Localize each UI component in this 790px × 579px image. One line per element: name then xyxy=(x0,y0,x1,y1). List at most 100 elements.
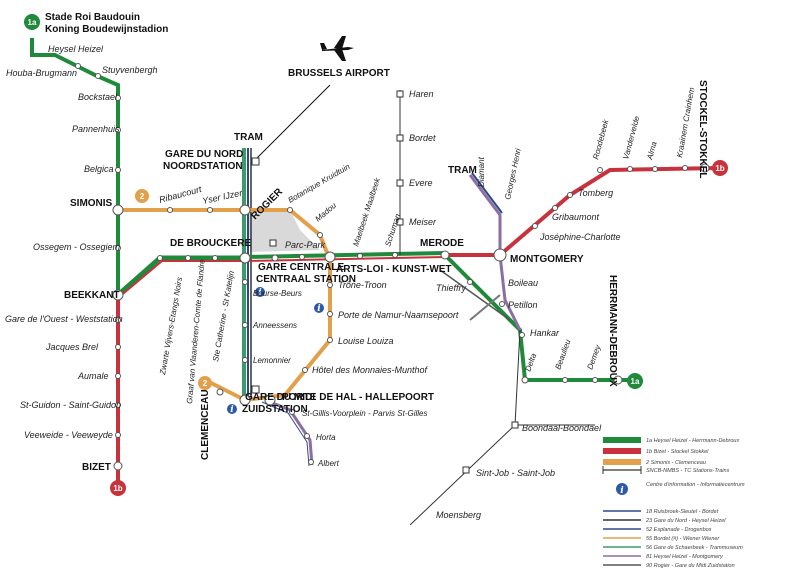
stop-meiser[interactable] xyxy=(396,218,404,226)
station-josephine[interactable] xyxy=(532,223,538,229)
station-bizet[interactable] xyxy=(113,461,123,471)
stop-evere[interactable] xyxy=(396,179,404,187)
station-demey[interactable] xyxy=(592,377,598,383)
station-arts-loi[interactable] xyxy=(324,251,336,263)
station-montgomery[interactable] xyxy=(493,248,507,262)
station-stockel[interactable] xyxy=(700,163,710,173)
label-moensberg: Moensberg xyxy=(436,510,481,520)
station-maelbeek[interactable] xyxy=(357,253,363,259)
station-houba[interactable] xyxy=(75,63,81,69)
station-botanique[interactable] xyxy=(287,207,293,213)
station-beekkant[interactable] xyxy=(112,289,124,301)
station-belgica[interactable] xyxy=(115,167,121,173)
station-gare-centrale[interactable] xyxy=(271,254,279,262)
label-clemenceau: CLEMENCEAU xyxy=(200,389,211,460)
label-anneessens: Anneessens xyxy=(252,321,297,330)
label-petillon: Petillon xyxy=(508,300,538,310)
stop-rogier-rail[interactable] xyxy=(269,239,277,247)
stop-bordet[interactable] xyxy=(396,134,404,142)
badge-1a-top: 1a xyxy=(24,14,40,30)
station-veeweide[interactable] xyxy=(115,432,121,438)
badge-1b-east: 1b xyxy=(712,160,728,176)
station-anneessens[interactable] xyxy=(242,322,248,328)
label-boondael: Boondaal-Boondael xyxy=(522,423,602,433)
station-etangs[interactable] xyxy=(157,255,163,261)
station-rogier[interactable] xyxy=(239,204,251,216)
station-st-guidon[interactable] xyxy=(115,402,121,408)
station-pannenhuis[interactable] xyxy=(115,127,121,133)
station-comte-flandre[interactable] xyxy=(185,255,191,261)
label-stuyvenbergh: Stuyvenbergh xyxy=(102,65,158,75)
station-trone[interactable] xyxy=(327,282,333,288)
stop-gare-nord[interactable] xyxy=(251,157,260,166)
station-gare-ouest[interactable] xyxy=(115,317,121,323)
label-veeweide: Veeweide - Veeweyde xyxy=(24,430,113,440)
station-bourse[interactable] xyxy=(242,279,248,285)
label-thieffry: Thieffry xyxy=(436,283,467,293)
station-simonis[interactable] xyxy=(112,204,124,216)
label-st-gilles: St-Gillis-Voorplein - Parvis St-Gilles xyxy=(302,409,428,418)
label-bizet: BIZET xyxy=(82,462,111,473)
label-bockstael: Bockstael xyxy=(78,92,118,102)
label-gare-midi-2: ZUIDSTATION xyxy=(242,404,308,415)
label-montgomery: MONTGOMERY xyxy=(510,254,584,265)
station-hankar[interactable] xyxy=(519,332,525,338)
station-horta[interactable] xyxy=(304,433,310,439)
station-porte-hal[interactable] xyxy=(264,394,276,406)
svg-text:i: i xyxy=(258,288,262,298)
label-trone: Trône-Troon xyxy=(338,280,387,290)
stop-boondael[interactable] xyxy=(511,421,519,429)
station-hotel-monnaies[interactable] xyxy=(302,367,308,373)
station-kraainem[interactable] xyxy=(682,165,688,171)
station-lemonnier[interactable] xyxy=(242,357,248,363)
station-ossegem[interactable] xyxy=(115,245,121,251)
label-de-brouckere: DE BROUCKERE xyxy=(170,238,251,249)
station-merode[interactable] xyxy=(440,250,450,260)
station-bockstael[interactable] xyxy=(115,95,121,101)
station-thieffry[interactable] xyxy=(467,279,473,285)
station-ribaucourt[interactable] xyxy=(167,207,173,213)
station-delta[interactable] xyxy=(521,376,529,384)
station-petillon[interactable] xyxy=(499,301,505,307)
station-jacques-brel[interactable] xyxy=(115,344,121,350)
station-schuman[interactable] xyxy=(392,252,398,258)
svg-text:Centre d'information - Informa: Centre d'information - Informatiecentrum xyxy=(646,482,745,488)
station-alma[interactable] xyxy=(652,166,658,172)
label-haren: Haren xyxy=(409,89,434,99)
label-porte-namur: Porte de Namur-Naamsepoort xyxy=(338,310,459,320)
station-de-brouckere[interactable] xyxy=(239,252,251,264)
station-porte-namur[interactable] xyxy=(327,311,333,317)
label-gare-nord-1: GARE DU NORD xyxy=(165,149,243,160)
label-ossegem: Ossegem - Ossegiem xyxy=(33,242,121,252)
stop-gare-midi-rail[interactable] xyxy=(251,385,260,394)
station-parc[interactable] xyxy=(299,254,305,260)
label-porte-hal: PORTE DE HAL - HALLEPOORT xyxy=(282,392,434,403)
label-georges-henri: Georges Henri xyxy=(503,147,523,200)
svg-text:90 Rogier - Gare du Midi Zuids: 90 Rogier - Gare du Midi Zuidstation xyxy=(646,563,735,569)
station-roodebeek[interactable] xyxy=(597,167,603,173)
station-st-gilles[interactable] xyxy=(289,409,295,415)
badge-2-north: 2 xyxy=(135,189,149,203)
station-gare-midi[interactable] xyxy=(239,394,251,406)
label-stockel: STOCKEL-STOKKEL xyxy=(697,80,708,179)
station-yser[interactable] xyxy=(207,207,213,213)
station-vandervelde[interactable] xyxy=(627,166,633,172)
station-stuyvenbergh[interactable] xyxy=(95,73,101,79)
station-tomberg[interactable] xyxy=(567,192,573,198)
svg-text:18 Ruisbroek-Sleutel - Bordet: 18 Ruisbroek-Sleutel - Bordet xyxy=(646,509,719,515)
station-gribaumont[interactable] xyxy=(552,205,558,211)
station-albert[interactable] xyxy=(308,459,314,465)
stop-haren[interactable] xyxy=(396,90,404,98)
station-aumale[interactable] xyxy=(115,373,121,379)
stop-st-job[interactable] xyxy=(462,466,470,474)
station-madou[interactable] xyxy=(317,232,323,238)
station-herrmann[interactable] xyxy=(613,375,623,385)
premetro-south-dark xyxy=(261,401,310,467)
tram-thieffry xyxy=(439,269,511,321)
badge-1a-east: 1a xyxy=(627,373,643,389)
svg-text:1a Heysel Heizel - Herrmann-De: 1a Heysel Heizel - Herrmann-Debroux xyxy=(646,438,739,444)
station-ste-catherine[interactable] xyxy=(212,255,218,261)
station-beaulieu[interactable] xyxy=(562,377,568,383)
station-clemenceau[interactable] xyxy=(216,388,224,396)
station-louise[interactable] xyxy=(327,337,333,343)
